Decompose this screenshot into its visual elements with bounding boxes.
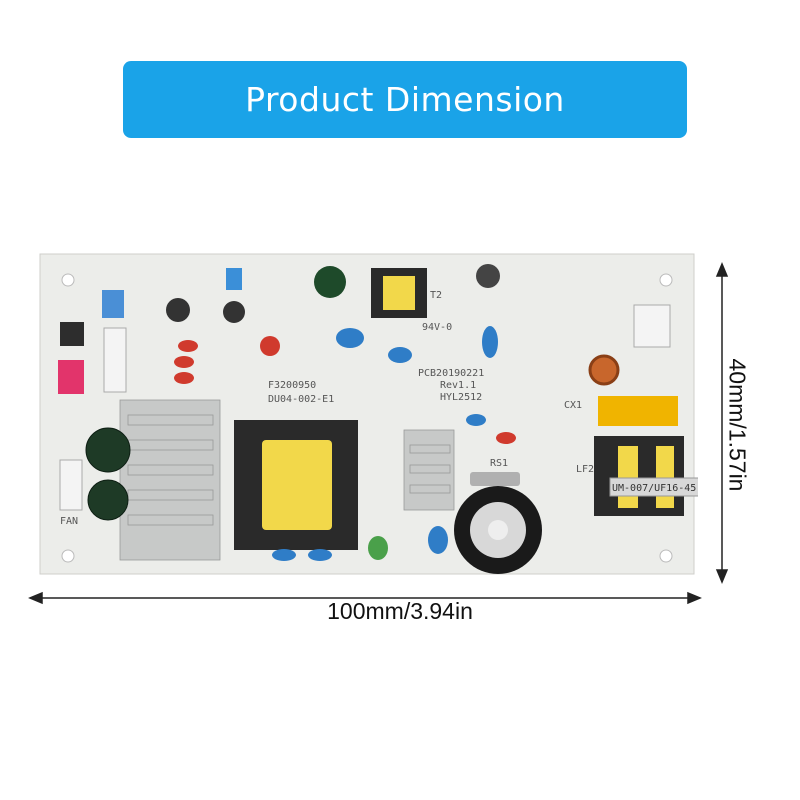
blue-ceramic-capacitors xyxy=(272,326,498,561)
middle-heatsink xyxy=(403,429,455,511)
mount-hole xyxy=(659,273,673,287)
width-dimension-label: 100mm/3.94in xyxy=(327,598,473,624)
resistor-rs1 xyxy=(470,472,520,486)
height-arrow xyxy=(715,262,729,584)
mount-hole xyxy=(61,273,75,287)
mount-hole xyxy=(659,549,673,563)
height-dimension-label: 40mm/1.57in xyxy=(724,358,751,492)
silk-hyl: HYL2512 xyxy=(440,392,482,403)
silk-94v: 94V-0 xyxy=(422,322,452,333)
capacitor xyxy=(223,301,245,323)
x-capacitor xyxy=(598,396,678,426)
width-arrow xyxy=(28,591,702,605)
toroid-inductor xyxy=(588,354,620,386)
left-heatsink xyxy=(119,399,221,561)
white-header xyxy=(103,327,127,393)
black-connector xyxy=(60,322,84,346)
pcb-board: UM-007/UF16-45 HYL2512 Rev1.1 PCB2019022… xyxy=(38,250,711,580)
banner-title: Product Dimension xyxy=(245,80,565,119)
silk-pcb: PCB20190221 xyxy=(418,368,484,379)
silk-t2: T2 xyxy=(430,290,442,301)
silk-fan: FAN xyxy=(60,516,78,527)
capacitor xyxy=(87,479,129,521)
blue-connector xyxy=(102,290,124,318)
red-ceramic-capacitors xyxy=(174,336,516,444)
silk-lf2: LF2 xyxy=(576,464,594,475)
transformer-winding xyxy=(262,440,332,530)
fan-header xyxy=(59,459,83,511)
capacitor xyxy=(476,264,500,288)
pink-connector xyxy=(58,360,84,394)
ac-connector xyxy=(633,304,671,348)
capacitor xyxy=(85,427,131,473)
capacitor xyxy=(314,266,346,298)
title-banner: Product Dimension xyxy=(123,61,687,138)
filter-label: UM-007/UF16-45 xyxy=(612,483,696,494)
silk-cx1: CX1 xyxy=(564,400,582,411)
mount-hole xyxy=(61,549,75,563)
silk-rev: Rev1.1 xyxy=(440,380,476,391)
blue-connector xyxy=(226,268,242,290)
green-capacitor xyxy=(368,536,388,560)
silk-rs1: RS1 xyxy=(490,458,508,469)
capacitor xyxy=(166,298,190,322)
silk-du04: DU04-002-E1 xyxy=(268,394,334,405)
silk-f3200: F3200950 xyxy=(268,380,316,391)
